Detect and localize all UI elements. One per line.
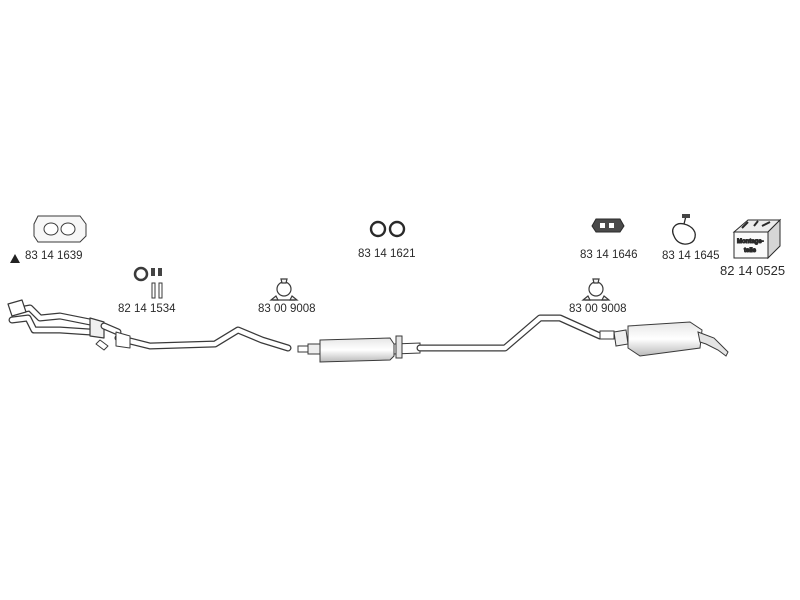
rear-silencer <box>599 321 729 357</box>
front-pipe <box>7 299 122 351</box>
middle-pipe <box>416 314 604 352</box>
part-number-kit: 82 14 0525 <box>720 263 786 278</box>
warning-triangle-icon <box>10 254 20 263</box>
part-number-rings: 83 14 1621 <box>358 248 416 260</box>
kit-box-icon: Montage- teile <box>732 218 782 260</box>
clamp-icon <box>581 278 611 301</box>
part-number-bolts: 82 14 1534 <box>118 303 176 315</box>
front-silencer <box>297 335 421 363</box>
intermediate-pipe-front <box>114 326 292 352</box>
part-number-gasket: 83 14 1639 <box>25 250 83 262</box>
part-number-bracket: 83 14 1646 <box>580 249 638 261</box>
bolt-set-icon <box>133 266 163 299</box>
hanger-icon <box>672 214 696 245</box>
part-number-clamp-rear: 83 00 9008 <box>569 303 627 315</box>
part-number-clamp-front: 83 00 9008 <box>258 303 316 315</box>
clamp-icon <box>269 278 299 301</box>
gasket-icon <box>33 215 87 243</box>
kit-label-line1: Montage- <box>737 239 764 245</box>
part-number-hanger: 83 14 1645 <box>662 250 720 262</box>
bracket-icon <box>591 218 625 233</box>
kit-label-line2: teile <box>744 248 757 254</box>
ring-icon <box>369 220 406 238</box>
